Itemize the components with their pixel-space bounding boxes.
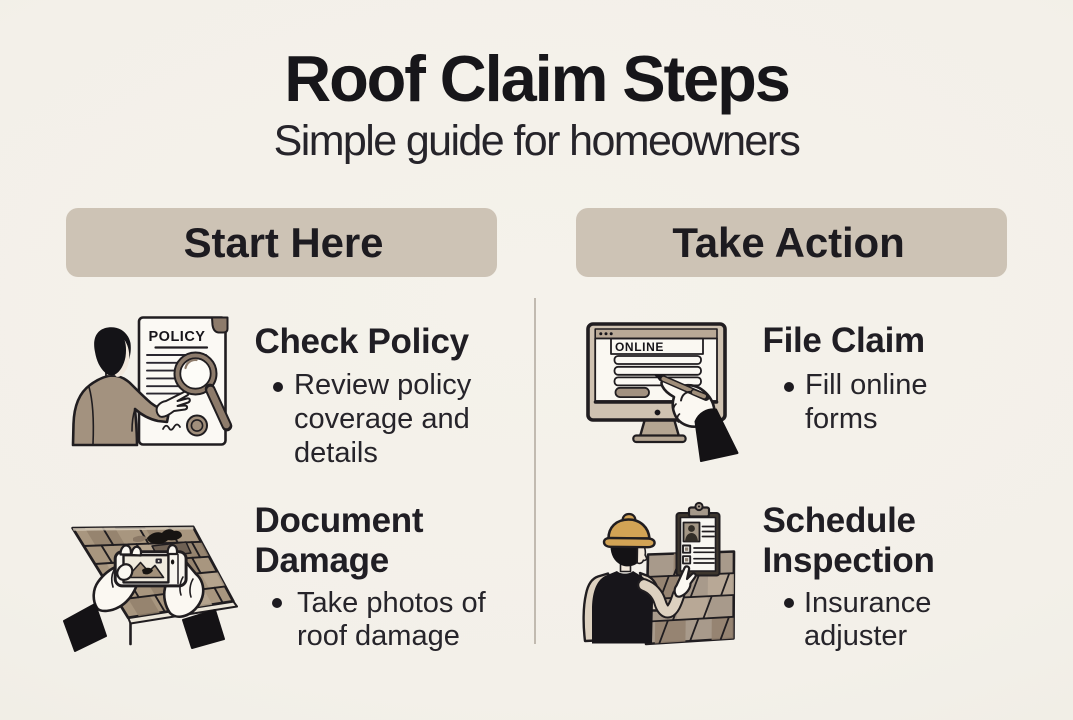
svg-text:POLICY: POLICY (149, 329, 206, 345)
svg-text:ONLINE: ONLINE (615, 340, 664, 354)
